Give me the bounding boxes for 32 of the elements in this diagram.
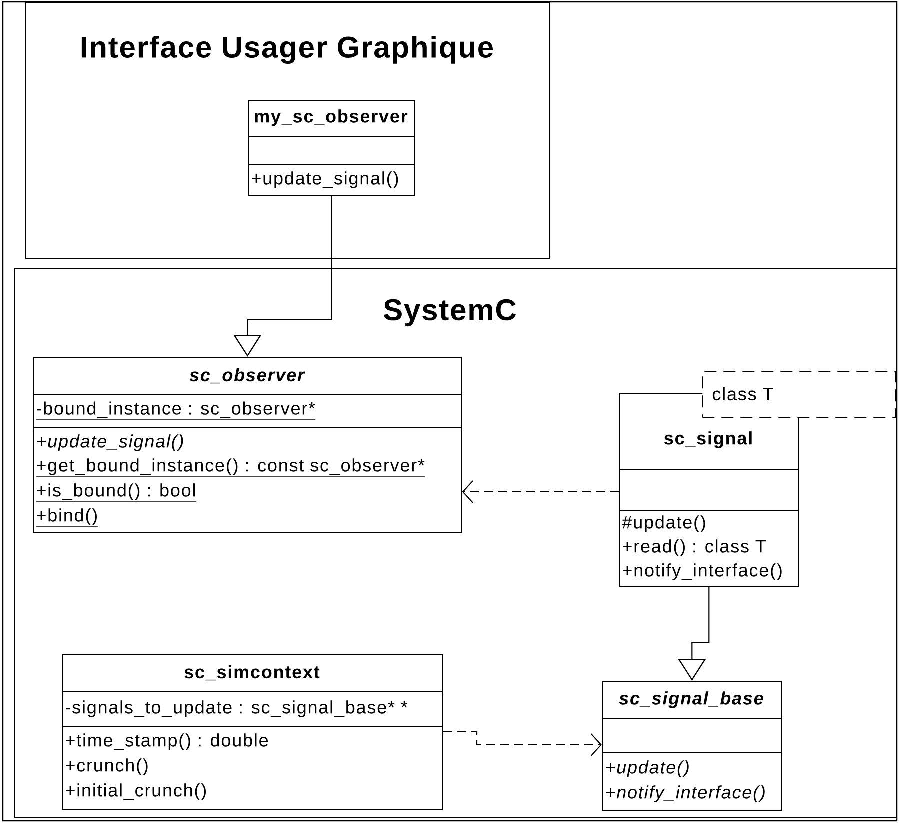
class-name: my_sc_observer [255,110,408,126]
attribute-text: -signals_to_update : sc_signal_base* * [66,700,408,718]
operation-text: +time_stamp() : double [66,734,268,750]
template-parameter: class T [712,387,774,401]
dependency-arrow [462,480,619,504]
operation-text: +initial_crunch() [66,784,206,800]
package-title: Interface Usager Graphique [82,36,494,64]
operation-text: +update_signal() [37,434,184,452]
operation-text: +get_bound_instance() : const sc_observer* [36,458,426,477]
class-name: sc_simcontext [184,665,320,681]
class-box [248,100,416,196]
class-box [602,681,782,812]
dependency-arrow [443,731,602,756]
package-title: SystemC [384,299,516,327]
operation-text: +read() : class T [623,540,766,556]
operation-text: +update() [606,760,689,778]
package-box [25,2,550,260]
operation-text: #update() [622,516,706,532]
class-name: sc_signal_base [619,692,764,708]
template-parameter-box [702,371,896,418]
class-box [33,357,462,534]
operation-text: +is_bound() : bool [36,484,196,502]
operation-text: +notify_interface() [606,786,765,802]
operation-text: +crunch() [66,758,148,776]
operation-text: +notify_interface() [623,564,782,580]
operation-text: +update_signal() [252,172,398,188]
class-box [62,654,444,810]
class-name: sc_signal [664,432,752,448]
class-name: sc_observer [190,368,306,384]
operation-text: +bind() [36,508,98,527]
package-box [14,268,898,818]
attribute-text: -bound_instance : sc_observer* [36,402,316,420]
